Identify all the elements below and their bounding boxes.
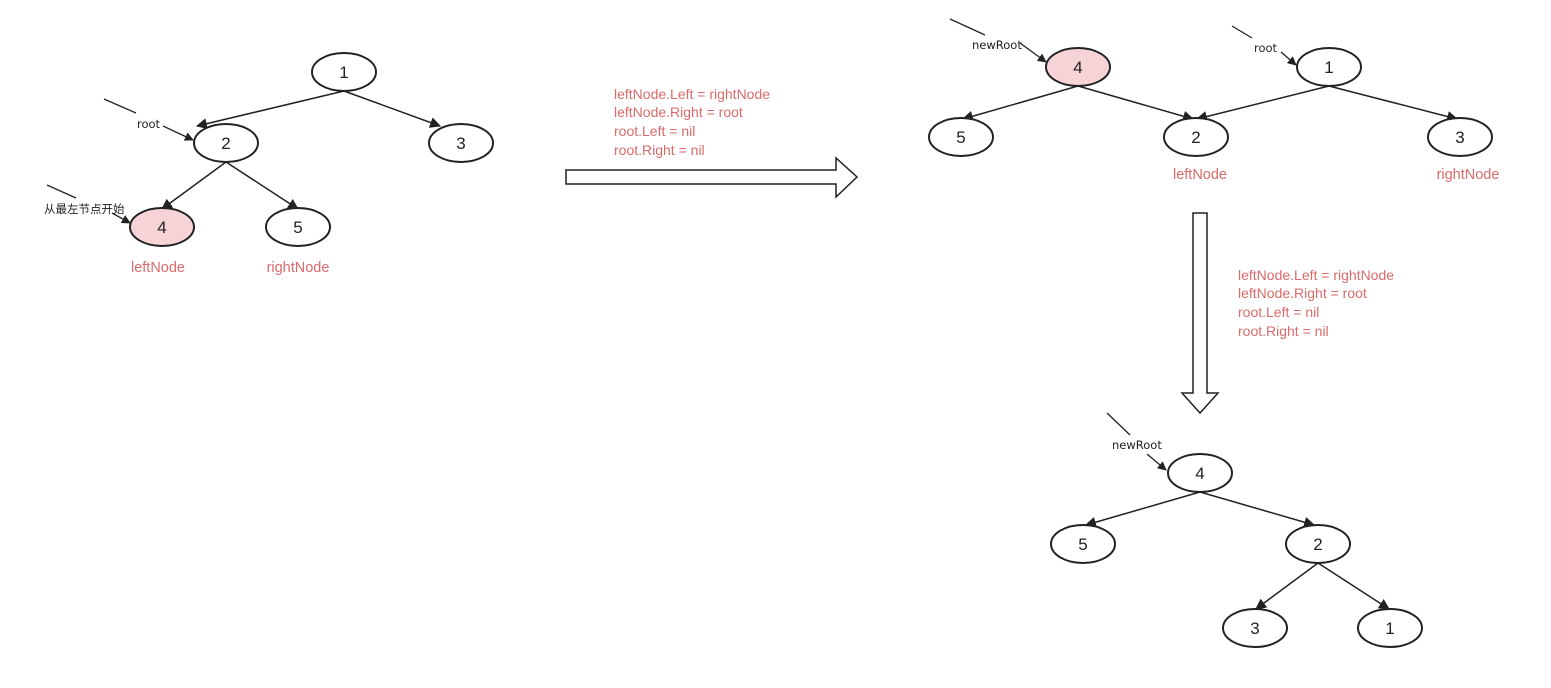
code-block-bottom: leftNode.Left = rightNode leftNode.Right… xyxy=(1238,267,1394,339)
new-root-pointer-tick xyxy=(949,18,986,36)
edge-4-to-5 xyxy=(961,85,1079,122)
edge-2-to-1 xyxy=(1317,562,1390,610)
code-line: leftNode.Left = rightNode xyxy=(1238,267,1394,283)
tree-node: 5 xyxy=(1050,524,1116,564)
code-line: root.Left = nil xyxy=(1238,304,1319,320)
tree-node: 2 xyxy=(193,123,259,163)
new-root-pointer-arrow xyxy=(1019,42,1047,63)
code-line: root.Right = nil xyxy=(1238,323,1329,339)
tree-node: 1 xyxy=(311,52,377,92)
edge-1-to-2 xyxy=(1195,85,1330,122)
tree-node: 3 xyxy=(428,123,494,163)
tree-node: 1 xyxy=(1357,608,1423,648)
node-value: 3 xyxy=(1250,619,1259,638)
root-pointer-arrow xyxy=(162,125,194,141)
left-node-label: leftNode xyxy=(131,260,185,276)
edge-4-to-5 xyxy=(1084,491,1201,528)
root-pointer-arrow xyxy=(1280,51,1297,66)
transform-down-arrow xyxy=(1180,212,1220,415)
node-value: 5 xyxy=(956,128,965,147)
tree-node: 4 xyxy=(1167,453,1233,493)
new-root-pointer-tick xyxy=(1106,412,1131,436)
node-value: 5 xyxy=(1078,535,1087,554)
edge-1-to-3 xyxy=(1328,85,1459,122)
node-value: 1 xyxy=(339,63,348,82)
new-root-pointer-arrow xyxy=(1146,453,1167,471)
node-value: 1 xyxy=(1324,58,1333,77)
node-value: 4 xyxy=(1195,464,1204,483)
edge-1-to-2 xyxy=(195,90,345,130)
diagram-1-original-tree: root 从最左节点开始 1 2 3 4 5 leftNode rightNod xyxy=(44,52,494,276)
start-pointer-label: 从最左节点开始 xyxy=(44,202,125,216)
edge-1-to-3 xyxy=(343,90,442,128)
left-node-label: leftNode xyxy=(1173,167,1227,183)
root-pointer-label: root xyxy=(1254,41,1278,55)
new-root-pointer-label: newRoot xyxy=(1112,438,1162,452)
code-line: leftNode.Right = root xyxy=(1238,285,1367,301)
node-value: 2 xyxy=(1313,535,1322,554)
code-line: root.Left = nil xyxy=(614,123,695,139)
tree-node: 2 xyxy=(1285,524,1351,564)
start-pointer-tick xyxy=(46,184,77,199)
edge-4-to-2 xyxy=(1199,491,1316,528)
tree-node-highlighted: 4 xyxy=(129,207,195,247)
tree-node: 5 xyxy=(265,207,331,247)
edge-4-to-2 xyxy=(1077,85,1195,122)
code-line: leftNode.Right = root xyxy=(614,104,743,120)
diagram-2-intermediate-tree: newRoot root 4 5 1 2 3 leftNode rightNod xyxy=(928,18,1500,183)
node-value: 4 xyxy=(1073,58,1082,77)
edge-2-to-5 xyxy=(225,161,299,210)
start-pointer-arrow xyxy=(111,212,131,224)
node-value: 2 xyxy=(1191,128,1200,147)
code-line: leftNode.Left = rightNode xyxy=(614,86,770,102)
node-value: 1 xyxy=(1385,619,1394,638)
tree-node: 5 xyxy=(928,117,994,157)
new-root-pointer-label: newRoot xyxy=(972,38,1022,52)
node-value: 3 xyxy=(456,134,465,153)
tree-node-highlighted: 4 xyxy=(1045,47,1111,87)
right-node-label: rightNode xyxy=(1437,167,1500,183)
node-value: 4 xyxy=(157,218,166,237)
root-pointer-tick xyxy=(1231,25,1253,39)
edge-2-to-4 xyxy=(161,161,227,210)
root-pointer-tick xyxy=(103,98,137,114)
diagram-3-result-tree: newRoot 4 5 2 3 1 xyxy=(1050,412,1423,648)
node-value: 3 xyxy=(1455,128,1464,147)
right-node-label: rightNode xyxy=(267,260,330,276)
tree-node: 3 xyxy=(1222,608,1288,648)
tree-node: 1 xyxy=(1296,47,1362,87)
code-line: root.Right = nil xyxy=(614,142,705,158)
code-block-top: leftNode.Left = rightNode leftNode.Right… xyxy=(614,86,770,158)
transform-right-arrow xyxy=(565,156,859,199)
node-value: 2 xyxy=(221,134,230,153)
tree-node: 2 xyxy=(1163,117,1229,157)
root-pointer-label: root xyxy=(137,117,161,131)
edge-2-to-3 xyxy=(1255,562,1319,610)
tree-node: 3 xyxy=(1427,117,1493,157)
node-value: 5 xyxy=(293,218,302,237)
